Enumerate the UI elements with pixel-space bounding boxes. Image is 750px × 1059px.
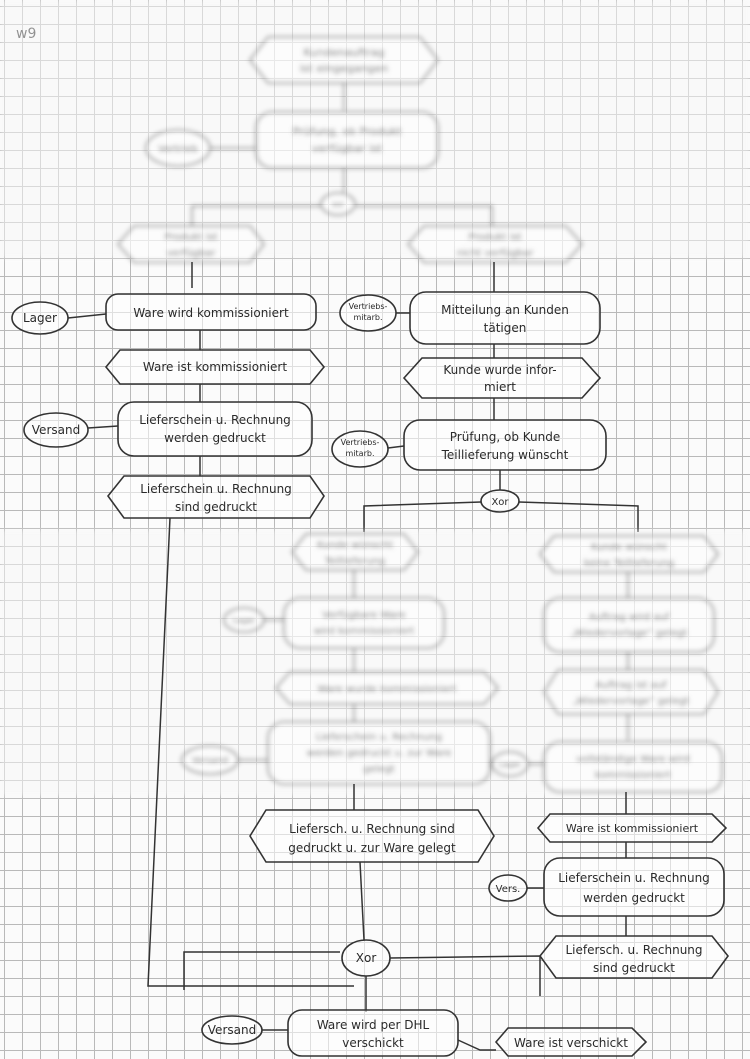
blur-m-fn-l3-l3: gelegt [363,764,395,775]
fn-pruefung [403,419,607,471]
fn-lieferschein-1-l1: Lieferschein u. Rechnung [139,413,291,427]
ev-gedruckt-1-l1: Lieferschein u. Rechnung [140,482,292,496]
fn-dhl-l1: Ware wird per DHL [317,1018,430,1032]
blur-m-ev-right-l2: keine Teillieferung [584,558,675,569]
blur-ev-avail-l1: Produkt ist [164,232,217,243]
blur-m-ev-l2: Ware wurde kommissioniert [317,684,456,695]
role-lager-label: Lager [23,311,57,325]
blur-top-check-l1: Prüfung, ob Produkt [292,125,402,138]
ev-kunde-informiert [402,357,602,399]
role-versand-2-label: Versand [208,1023,256,1037]
fn-pruefung-l1: Prüfung, ob Kunde [450,430,561,444]
edge-left-long-to-xor [147,517,354,987]
blurred-region-top: Kundenauftrag ist eingegangen Vertrieb P… [0,0,750,263]
fn-kommissionieren [105,293,317,331]
blur-m-fn-r3-l1: vollständige Ware wird [576,754,690,765]
ev-kommissioniert-r-label: Ware ist kommissioniert [566,822,699,835]
fn-lieferschein-r [543,857,725,917]
fn-lieferschein-1-l2: werden gedruckt [164,431,266,445]
ev-verschickt [494,1027,648,1057]
edge-xor-right [518,501,639,532]
ev-gedruckt-r-l1: Liefersch. u. Rechnung [565,943,702,957]
ev-gedruckt-1 [106,475,325,519]
fn-lieferschein-r-l1: Lieferschein u. Rechnung [558,871,710,885]
blur-m-fn-l3-l1: Lieferschein u. Rechnung [316,732,442,743]
edge-dhl-to-verschickt [457,1039,496,1051]
blur-m-ev-left-l2: Teillieferung [324,556,386,567]
ev-kommissioniert-label: Ware ist kommissioniert [143,360,287,374]
edge-left-to-xor-2 [183,951,340,990]
xor-mid-label: Xor [491,497,509,508]
blur-ev-notavail-l1: Produkt ist [468,232,521,243]
ev-gedruckt-r-l2: sind gedruckt [593,961,675,975]
ev-gedruckt-r [538,935,730,979]
role-versand-v-label: Vers. [496,884,521,895]
role-vertrieb-1-l1: Vertriebs- [349,302,388,311]
edge-lager-role [67,313,107,319]
fn-pruefung-l2: Teillieferung wünscht [441,448,569,462]
blur-m-fn-l1-l2: wird kommissioniert [314,626,415,637]
blurred-region-middle: Kunde wünscht Teillieferung Kunde wünsch… [0,530,750,796]
role-vertrieb-2 [331,430,389,468]
fn-dhl [287,1009,459,1057]
blur-top-check-l2: verfügbar ist [312,142,383,155]
fn-mitteilung [409,291,601,345]
edge-xor-left [363,501,482,532]
role-versand-1-label: Versand [32,423,80,437]
edge-right-to-xor [389,955,541,996]
role-vertrieb-2-l2: mitarb. [346,449,375,458]
edge-beigelegt-to-xor [359,861,365,941]
ev-gedruckt-beigelegt-l1: Liefersch. u. Rechnung sind [289,822,455,836]
blur-m-fn-l1-l1: Verfügbare Ware [322,610,406,621]
blur-m-ev-left-l1: Kunde wünscht [317,540,393,551]
blur-top-xor: xor [332,200,345,209]
blur-top-event-l1: Kundenauftrag [303,46,384,59]
role-versand-1 [23,412,89,448]
fn-mitteilung-l2: tätigen [484,321,527,335]
blur-m-role-v: Versand [192,756,228,766]
fn-lieferschein-r-l2: werden gedruckt [583,891,685,905]
clear-section-upper: Lager Ware wird kommissioniert Vertriebs… [11,262,639,532]
blur-top-event-l2: ist eingegangen [300,62,389,75]
blur-m-fn-l3-l2: werden gedruckt u. zur Ware [307,748,452,759]
blur-m-ev-r2-l2: „Wiedervorlage“ gelegt [573,696,690,707]
blur-m-fn-r1-l1: Auftrag wird auf [589,612,670,623]
ev-kommissioniert-r [536,813,728,843]
xor-bottom-label: Xor [356,951,377,965]
role-vertrieb-1-l2: mitarb. [354,313,383,322]
ev-gedruckt-beigelegt [249,809,495,863]
edge-versand-role-1 [87,425,119,429]
ev-kunde-informiert-l2: miert [484,380,516,394]
fn-dhl-l2: verschickt [342,1036,404,1050]
ev-verschickt-label: Ware ist verschickt [514,1036,628,1050]
edge-vertrieb-2 [387,445,405,449]
fn-lieferschein-1 [117,401,313,457]
fn-kommissionieren-label: Ware wird kommissioniert [133,306,289,320]
blur-top-role: Vertrieb [158,144,198,155]
blur-ev-avail-l2: verfügbar [167,248,217,259]
blur-ev-notavail-l2: nicht verfügbar [456,248,534,259]
ev-gedruckt-beigelegt-l2: gedruckt u. zur Ware gelegt [288,841,456,855]
blur-m-role-l: Lager [233,616,256,625]
ev-gedruckt-1-l2: sind gedruckt [175,500,257,514]
xor-mid [480,489,520,513]
clear-section-bottom: Liefersch. u. Rechnung sind gedruckt u. … [183,784,730,1057]
blur-m-fn-r1-l2: „Wiedervorlage“ gelegt [571,628,688,639]
fn-mitteilung-l1: Mitteilung an Kunden [441,303,569,317]
ev-kommissioniert [104,349,326,385]
role-vertrieb-2-l1: Vertriebs- [341,438,380,447]
blur-m-role-lr: Lager [499,760,522,769]
ev-kunde-informiert-l1: Kunde wurde infor- [443,363,556,377]
blur-m-ev-right-l1: Kunde wünscht [591,542,667,553]
blur-m-ev-r2-l1: Auftrag ist auf [595,680,667,691]
blur-m-fn-r3-l2: kommissioniert [595,770,672,781]
